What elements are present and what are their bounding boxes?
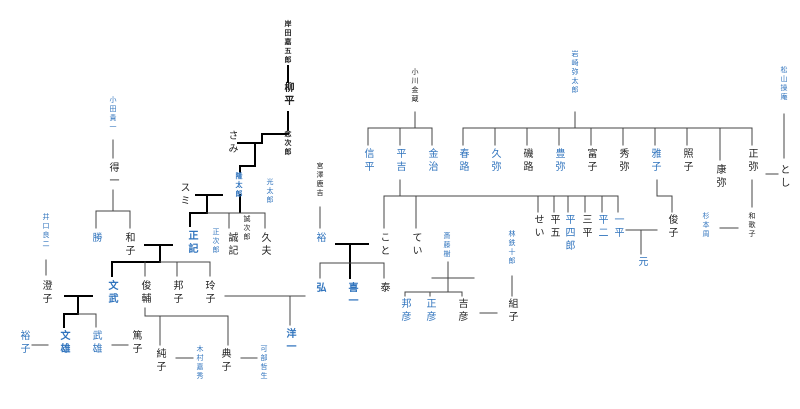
line-yu-koto <box>335 243 369 279</box>
person-tomiko: 富子 <box>585 148 596 174</box>
line-matsuyama-toshi <box>765 113 785 175</box>
person-sumi: スミ <box>178 182 189 208</box>
person-junko: 純子 <box>154 348 165 374</box>
person-kinji: 金治 <box>426 148 437 174</box>
person-masaya: 正弥 <box>746 148 757 174</box>
person-masaki: 正記 <box>186 230 197 256</box>
person-atsuko: 篤子 <box>130 330 141 356</box>
person-tei: てい <box>410 232 421 258</box>
person-tokuichi: 得一 <box>107 162 118 188</box>
person-ryutaro: 隆太郎 <box>235 172 243 199</box>
person-isoji: 磯路 <box>521 148 532 174</box>
line-ippei-toshiko <box>625 229 658 255</box>
line-saito-children <box>404 261 475 297</box>
person-heiji: 平二 <box>596 214 607 240</box>
person-iwasaki: 岩崎弥太郎 <box>571 50 579 95</box>
person-nobuhira: 信平 <box>362 148 373 174</box>
line-ryutaro-siblings <box>206 212 266 229</box>
person-fumio: 文雄 <box>58 330 69 356</box>
person-kunihiko: 邦彦 <box>399 298 410 324</box>
person-gen: 元 <box>636 256 647 269</box>
person-haruji: 春路 <box>457 148 468 174</box>
person-heishiro: 平四郎 <box>563 214 574 253</box>
person-nenjiro: 念次郎 <box>284 130 292 157</box>
person-masako: 雅子 <box>649 148 660 174</box>
person-sejiro: 誠次郎 <box>243 215 251 242</box>
person-yu: 裕 <box>314 232 325 245</box>
person-saito: 斎藤樹 <box>443 232 451 259</box>
person-sami: さみ <box>226 130 237 156</box>
person-inoguchi: 井口良二 <box>42 213 50 249</box>
line-masaki-marriage <box>111 244 173 277</box>
person-heikichi: 平吉 <box>394 148 405 174</box>
person-wakako: 和歌子 <box>748 212 756 239</box>
person-reiko: 玲子 <box>203 280 214 306</box>
line-yanagihei-spouse <box>237 133 289 173</box>
person-seiki: 誠記 <box>226 232 237 258</box>
person-yuko: 裕子 <box>18 330 29 356</box>
person-yanagihei: 柳平 <box>282 82 293 108</box>
person-noriko: 典子 <box>219 348 230 374</box>
person-hayashi: 林鉄十郎 <box>508 230 516 266</box>
person-hideya: 秀弥 <box>617 148 628 174</box>
person-toshi: とし <box>778 164 789 190</box>
line-fumitake-marriage <box>63 295 93 328</box>
person-kumiko: 組子 <box>506 298 517 324</box>
person-masajiro: 正次郎 <box>212 228 220 255</box>
person-hisaya: 久弥 <box>489 148 500 174</box>
person-oda-kiichi: 小田貴一 <box>109 96 117 132</box>
person-yoichi: 洋一 <box>284 328 295 354</box>
person-miyazawa: 宮澤鹿吉 <box>316 162 324 198</box>
person-takeo: 武雄 <box>90 330 101 356</box>
person-masahiko: 正彦 <box>424 298 435 324</box>
person-koto: こと <box>378 232 389 258</box>
line-ryutaro-children <box>189 194 241 227</box>
line-reiko-children <box>144 307 229 346</box>
person-ogawa: 小川金蔵 <box>411 68 419 104</box>
person-hisao: 久夫 <box>259 232 270 258</box>
person-teruko: 照子 <box>681 148 692 174</box>
person-kishida-ryusaburo: 岸田嘉五郎 <box>284 20 292 65</box>
person-seko: せい <box>532 214 543 240</box>
person-matsuyama: 松山操庵 <box>780 66 788 102</box>
line-ogawa-children <box>367 111 433 146</box>
line-reiko-yoichi <box>224 295 306 326</box>
person-shunsuke: 俊輔 <box>139 280 150 306</box>
person-sugimoto: 杉本周 <box>702 212 710 239</box>
person-fumitake: 文武 <box>106 280 117 306</box>
person-masaru: 勝 <box>90 232 101 245</box>
person-kazuko: 和子 <box>123 232 134 258</box>
line-iwasaki-children <box>462 111 753 161</box>
person-kiichi: 喜一 <box>346 282 357 308</box>
person-yoshihiko: 吉彦 <box>456 298 467 324</box>
person-ippei: 一平 <box>612 214 623 240</box>
person-kuniko: 邦子 <box>171 280 182 306</box>
line-teruko-toshiko <box>656 179 673 213</box>
person-heigo: 平五 <box>548 214 559 240</box>
person-kabe: 可部哲生 <box>260 345 268 381</box>
person-sanpei: 三平 <box>580 214 591 240</box>
person-toshiko: 俊子 <box>666 214 677 240</box>
line-masaki-children <box>144 261 211 277</box>
person-yasushi: 泰 <box>378 282 389 295</box>
line-fumitake-children <box>77 313 97 328</box>
person-mitsutaro: 光太郎 <box>266 178 274 205</box>
person-sumiko: 澄子 <box>40 280 51 306</box>
person-koya: 康弥 <box>714 164 725 190</box>
line-tokuichi-children <box>95 189 131 229</box>
line-heikichi-children <box>383 179 619 229</box>
line-yu-children <box>319 262 385 279</box>
person-kimura: 木村嘉秀 <box>196 345 204 381</box>
person-hiroshi: 弘 <box>314 282 325 295</box>
person-toyoya: 豊弥 <box>553 148 564 174</box>
